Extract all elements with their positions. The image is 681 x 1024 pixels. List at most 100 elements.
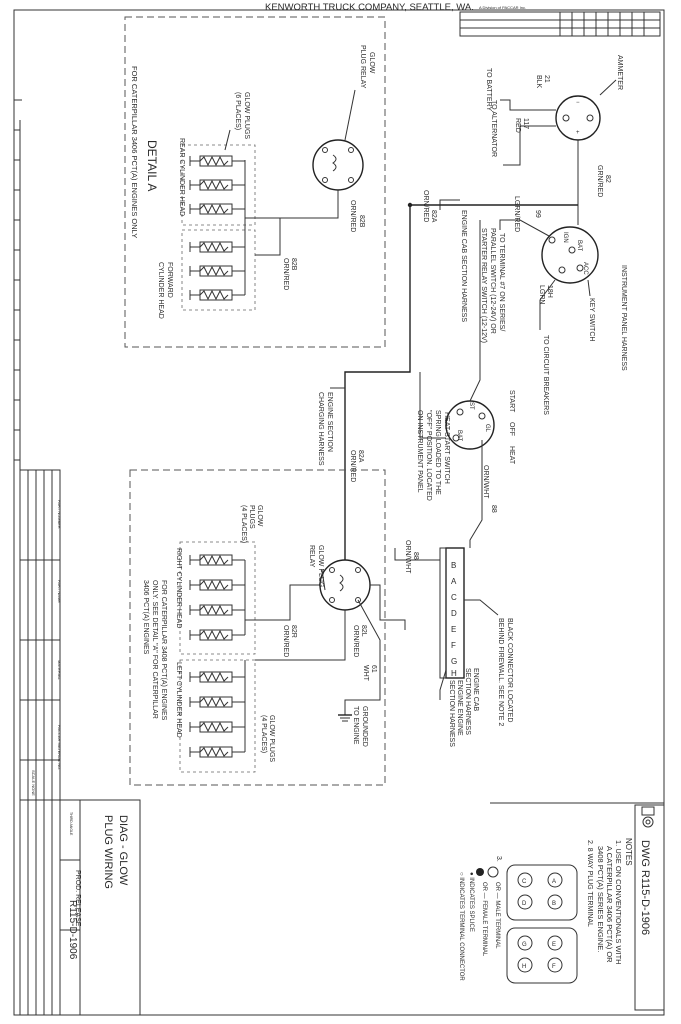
svg-text:C: C [522,879,527,885]
svg-text:START: START [508,390,515,413]
svg-text:ORN/RED: ORN/RED [349,450,356,482]
svg-text:TO TERMINAL #7 ON SERIES/: TO TERMINAL #7 ON SERIES/ [498,233,505,331]
svg-text:CHARGING HARNESS: CHARGING HARNESS [317,392,324,466]
svg-text:BLK: BLK [535,75,542,89]
third-angle-symbol [641,806,655,828]
division-label: A Division of PACCAR Inc. [479,5,526,10]
svg-text:C: C [451,593,457,602]
svg-text:PLUGS: PLUGS [248,505,255,529]
svg-text:F: F [552,964,556,970]
svg-text:LGRN: LGRN [538,285,545,304]
ammeter-group: − + AMMETER [555,55,623,141]
svg-text:HEAT-START SWITCH: HEAT-START SWITCH [443,412,450,484]
svg-text:GROUNDED: GROUNDED [361,706,368,747]
svg-text:ON INSTRUMENT PANEL: ON INSTRUMENT PANEL [416,410,423,493]
svg-text:NOTES: NOTES [624,838,633,866]
svg-text:SECTION HARNESS: SECTION HARNESS [448,680,455,747]
svg-text:A: A [552,879,556,885]
svg-text:WHT: WHT [362,665,369,682]
dwg-number-notes: DWG R115-D-1906 [639,840,651,935]
svg-text:GLOW: GLOW [368,52,375,74]
black-connector: B A C D E F G H [439,547,465,679]
left-cylinder-head-box [179,659,256,773]
title-block: PART NUMBER PART NAME MATERIAL PACCAR MA… [19,469,141,1016]
svg-text:ST: ST [468,402,474,410]
ammeter-label: AMMETER [616,55,623,90]
left-cylinder-head-label: LEFT CYLINDER HEAD [175,662,182,738]
detail-a-box [124,16,386,348]
svg-text:FORWARD: FORWARD [166,262,173,298]
svg-text:ORN/RED: ORN/RED [282,625,289,657]
svg-text:3406 PCT(A) ENGINES: 3406 PCT(A) ENGINES [142,580,149,655]
forward-cylinder-head-box [181,229,256,311]
svg-text:HEAT: HEAT [508,446,515,465]
ground-symbol [338,714,352,722]
svg-text:82B: 82B [290,258,297,271]
title-line-1: DIAG - GLOW [117,815,129,886]
svg-text:ORN/RED: ORN/RED [352,625,359,657]
svg-text:117: 117 [522,118,529,129]
svg-text:FOR CATERPILLAR 3406 PCT(A) EN: FOR CATERPILLAR 3406 PCT(A) ENGINES ONLY [130,66,139,238]
svg-text:OFF: OFF [508,422,515,436]
prod-release: PROD. RELEASE [74,870,81,927]
svg-text:MATERIAL: MATERIAL [57,660,62,680]
glow-plug-relay-3406 [312,139,364,191]
svg-text:PART NAME: PART NAME [57,580,62,603]
svg-text:82B: 82B [358,215,365,228]
svg-text:B: B [552,901,556,907]
title-line-2: PLUG WIRING [102,815,114,889]
svg-text:H: H [451,669,457,678]
svg-text:CYLINDER HEAD: CYLINDER HEAD [157,262,164,319]
svg-text:ORN/WHT: ORN/WHT [482,465,489,499]
svg-text:D: D [522,901,527,907]
svg-text:H: H [522,964,526,970]
svg-text:ACC: ACC [582,262,588,275]
rear-cylinder-head-box [181,144,256,226]
svg-text:OR — MALE TERMINAL: OR — MALE TERMINAL [494,882,500,949]
svg-text:● INDICATES SPLICE: ● INDICATES SPLICE [468,872,474,932]
svg-text:GL: GL [484,424,490,433]
svg-text:TO ENGINE: TO ENGINE [352,706,359,745]
plug-terminal-layout: A B C D E F G H [506,864,578,984]
key-switch-label: KEY SWITCH [588,298,595,341]
svg-text:BAT: BAT [576,240,582,252]
svg-text:G: G [522,942,527,948]
svg-text:B: B [451,561,456,570]
svg-text:GLOW PLUGS: GLOW PLUGS [243,92,250,139]
svg-text:E: E [552,942,556,948]
revision-grid [459,11,661,37]
svg-text:88: 88 [490,505,497,513]
left-glow-plugs [189,660,246,758]
drawing-frame [13,9,665,1016]
to-battery-label: TO BATTERY [485,68,492,112]
svg-text:ORN/WHT: ORN/WHT [404,540,411,574]
svg-text:82A: 82A [430,210,437,223]
instrument-panel-harness-label: INSTRUMENT PANEL HARNESS [620,265,627,371]
edge-ruler [14,120,21,470]
svg-text:3408 PCT(A) SERIES ENGINE.: 3408 PCT(A) SERIES ENGINE. [596,846,605,952]
svg-text:2. 8 WAY PLUG TERMINAL: 2. 8 WAY PLUG TERMINAL [586,840,593,927]
svg-text:SECTION HARNESS: SECTION HARNESS [464,668,471,735]
svg-text:PLUG RELAY: PLUG RELAY [359,45,366,89]
svg-text:GLOW PLUGS: GLOW PLUGS [268,715,275,762]
svg-text:F: F [451,641,456,650]
svg-text:RED: RED [514,118,521,133]
svg-text:GLOW PLUG: GLOW PLUG [317,545,324,587]
svg-text:○ INDICATES TERMINAL CONNECTOR: ○ INDICATES TERMINAL CONNECTOR [458,872,464,981]
svg-text:61: 61 [370,665,377,673]
svg-text:"OFF" POSITION. LOCATED: "OFF" POSITION. LOCATED [425,410,432,501]
dwg-number-strip [634,804,665,1011]
svg-text:A CATERPILLAR 3406 PCT(A) OR: A CATERPILLAR 3406 PCT(A) OR [605,846,614,963]
svg-text:82: 82 [604,175,611,183]
svg-text:ENGINE CAB: ENGINE CAB [472,668,479,712]
key-switch-symbol: IGN BAT ACC [541,226,599,284]
svg-text:1. USE ON CONVENTIONALS WITH: 1. USE ON CONVENTIONALS WITH [614,840,623,965]
svg-text:LGRN/RED: LGRN/RED [513,196,520,232]
detail-a-glow-plugs [189,155,246,301]
svg-text:SCALE NONE: SCALE NONE [31,770,36,796]
glow-plug-relay-3408 [319,559,371,611]
svg-text:3.: 3. [495,856,502,862]
heat-start-switch-symbol: ST GL BAT [445,400,495,450]
detail-a-title: DETAIL A [145,140,159,191]
svg-text:ENGINE SECTION: ENGINE SECTION [326,392,333,452]
